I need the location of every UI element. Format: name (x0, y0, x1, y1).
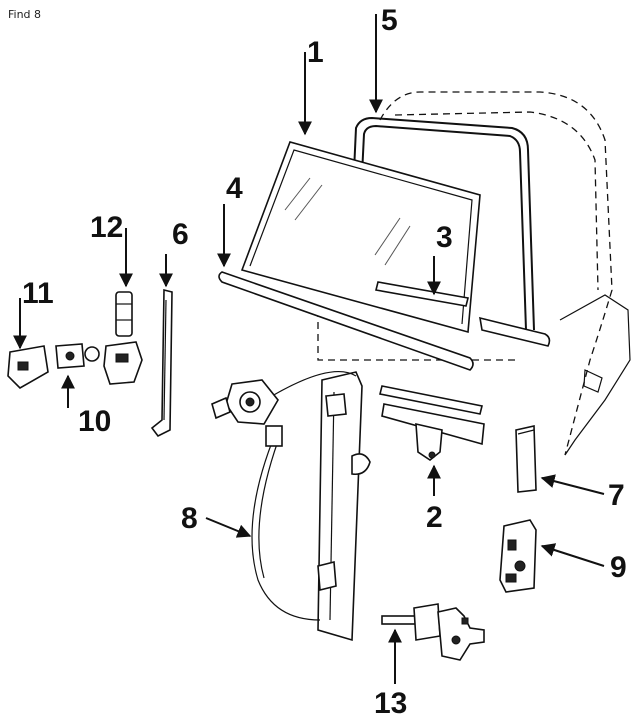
part-12-rod (115, 291, 133, 337)
callout-2: 2 (426, 501, 443, 534)
part-6-rear-channel (150, 288, 173, 438)
part-1-glass (240, 141, 481, 334)
part-5-run-channel (349, 116, 535, 331)
find-label: Find 8 (8, 8, 42, 21)
leader-arrows (13, 14, 605, 684)
part-13-lock-cylinder (381, 603, 485, 661)
callout-13: 13 (374, 687, 407, 720)
callout-7: 7 (608, 479, 625, 512)
callout-labels: 1 2 3 4 5 6 7 8 9 10 11 12 13 (22, 4, 627, 720)
callout-11: 11 (22, 277, 54, 310)
callout-9: 9 (610, 551, 627, 584)
callout-5: 5 (381, 4, 398, 37)
callout-3: 3 (436, 221, 453, 254)
part-2-glass-channel (379, 385, 485, 461)
part-4-inner-belt (218, 271, 474, 371)
callout-12: 12 (90, 211, 123, 244)
part-7-bumper (515, 425, 537, 493)
part-10-clips (55, 341, 143, 385)
part-8-regulator (211, 370, 371, 642)
callout-6: 6 (172, 218, 189, 251)
callout-8: 8 (181, 502, 198, 535)
part-11-bracket (7, 345, 49, 389)
callout-4: 4 (226, 172, 243, 205)
callout-10: 10 (78, 405, 111, 438)
callout-1: 1 (307, 36, 324, 69)
part-9-lock (499, 519, 537, 593)
